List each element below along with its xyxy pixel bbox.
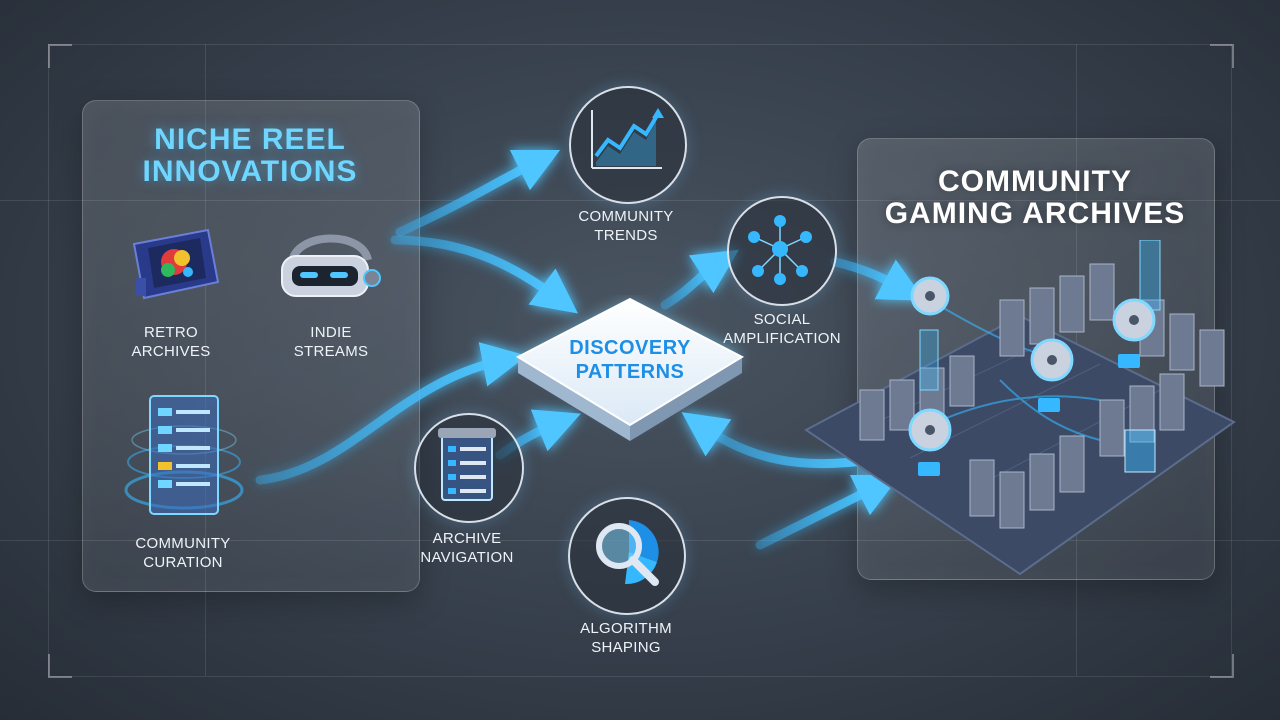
- vr-headset-icon: [272, 222, 384, 312]
- frame-line-bottom: [48, 676, 1232, 677]
- trends-label-line2: TRENDS: [594, 226, 658, 244]
- hub-line1: DISCOVERY: [569, 337, 691, 359]
- holographic-list-icon: [118, 392, 250, 524]
- discovery-patterns-hub: DISCOVERY PATTERNS: [510, 295, 750, 445]
- label-indie-streams: INDIE STREAMS: [246, 324, 416, 362]
- right-title-line2: GAMING ARCHIVES: [884, 196, 1186, 230]
- server-city-icon: [800, 239, 1240, 580]
- network-people-icon: [738, 207, 822, 291]
- curation-label-line1: COMMUNITY: [135, 535, 231, 552]
- indie-label-line1: INDIE: [310, 324, 352, 341]
- left-title-line2: INNOVATIONS: [142, 154, 358, 188]
- curation-label-line2: CURATION: [143, 553, 223, 571]
- label-community-trends: COMMUNITY TRENDS: [541, 208, 711, 246]
- label-social-amplification: SOCIAL AMPLIFICATION: [697, 311, 867, 349]
- arrow-to-trends: [395, 149, 561, 237]
- frame-line-top: [48, 44, 1232, 45]
- social-label-line2: AMPLIFICATION: [723, 329, 841, 347]
- archive-label-line2: NAVIGATION: [420, 548, 514, 566]
- retro-label-line2: ARCHIVES: [131, 342, 211, 360]
- magnifier-pie-icon: [585, 512, 667, 594]
- algorithm-label-line2: SHAPING: [591, 638, 661, 656]
- left-title-line1: NICHE REEL: [154, 123, 346, 156]
- label-community-curation: COMMUNITY CURATION: [98, 535, 268, 573]
- left-panel: [82, 100, 420, 592]
- corner-mark-br: [1210, 654, 1234, 678]
- trend-chart-icon: [586, 106, 666, 176]
- corner-mark-tr: [1210, 44, 1234, 68]
- trends-label-line1: COMMUNITY: [578, 208, 674, 225]
- indie-label-line2: STREAMS: [293, 342, 369, 360]
- frame-line-left: [48, 44, 49, 676]
- arrow-into-archives: [755, 474, 901, 550]
- arrow-to-hub-top: [390, 235, 579, 314]
- frame-line-v1: [205, 44, 206, 676]
- algorithm-label-line1: ALGORITHM: [580, 620, 672, 637]
- label-algorithm-shaping: ALGORITHM SHAPING: [541, 620, 711, 658]
- archive-label-line1: ARCHIVE: [432, 530, 502, 547]
- arrow-from-left-bottom: [255, 342, 528, 485]
- node-community-trends: [569, 86, 687, 204]
- label-retro-archives: RETRO ARCHIVES: [86, 324, 256, 362]
- retro-cartridge-icon: [128, 222, 224, 312]
- arrow-hub-to-social: [660, 249, 739, 310]
- right-panel-title: COMMUNITY GAMING ARCHIVES: [857, 166, 1213, 229]
- archive-list-icon: [434, 426, 500, 506]
- arrow-to-right-panel: [830, 257, 925, 301]
- label-archive-navigation: ARCHIVE NAVIGATION: [382, 530, 552, 568]
- retro-label-line1: RETRO: [144, 324, 198, 341]
- hub-line2: PATTERNS: [575, 361, 685, 383]
- right-title-line1: COMMUNITY: [938, 165, 1132, 198]
- corner-mark-tl: [48, 44, 72, 68]
- arrow-right-to-hub: [681, 412, 875, 469]
- corner-mark-bl: [48, 654, 72, 678]
- frame-line-right: [1231, 44, 1232, 676]
- social-label-line1: SOCIAL: [753, 311, 811, 328]
- left-panel-title: NICHE REEL INNOVATIONS: [82, 124, 418, 187]
